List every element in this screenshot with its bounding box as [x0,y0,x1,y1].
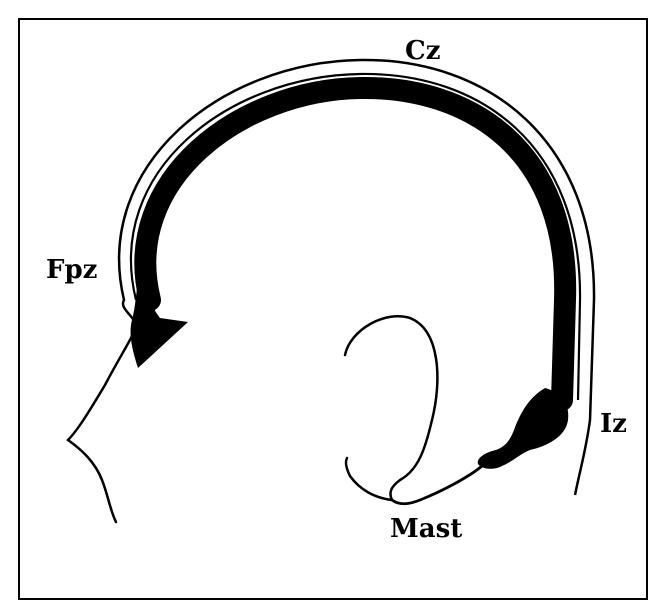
frontal-wedge [131,270,188,368]
label-cz: Cz [405,36,440,66]
neck-line [392,466,482,504]
skull-band [145,88,565,400]
scalp-gap [131,74,580,400]
occipital-mass [478,388,569,469]
face-profile [68,300,136,522]
label-fpz: Fpz [46,255,97,285]
label-mast: Mast [390,514,462,544]
label-iz: Iz [600,409,627,439]
ear [345,316,437,500]
